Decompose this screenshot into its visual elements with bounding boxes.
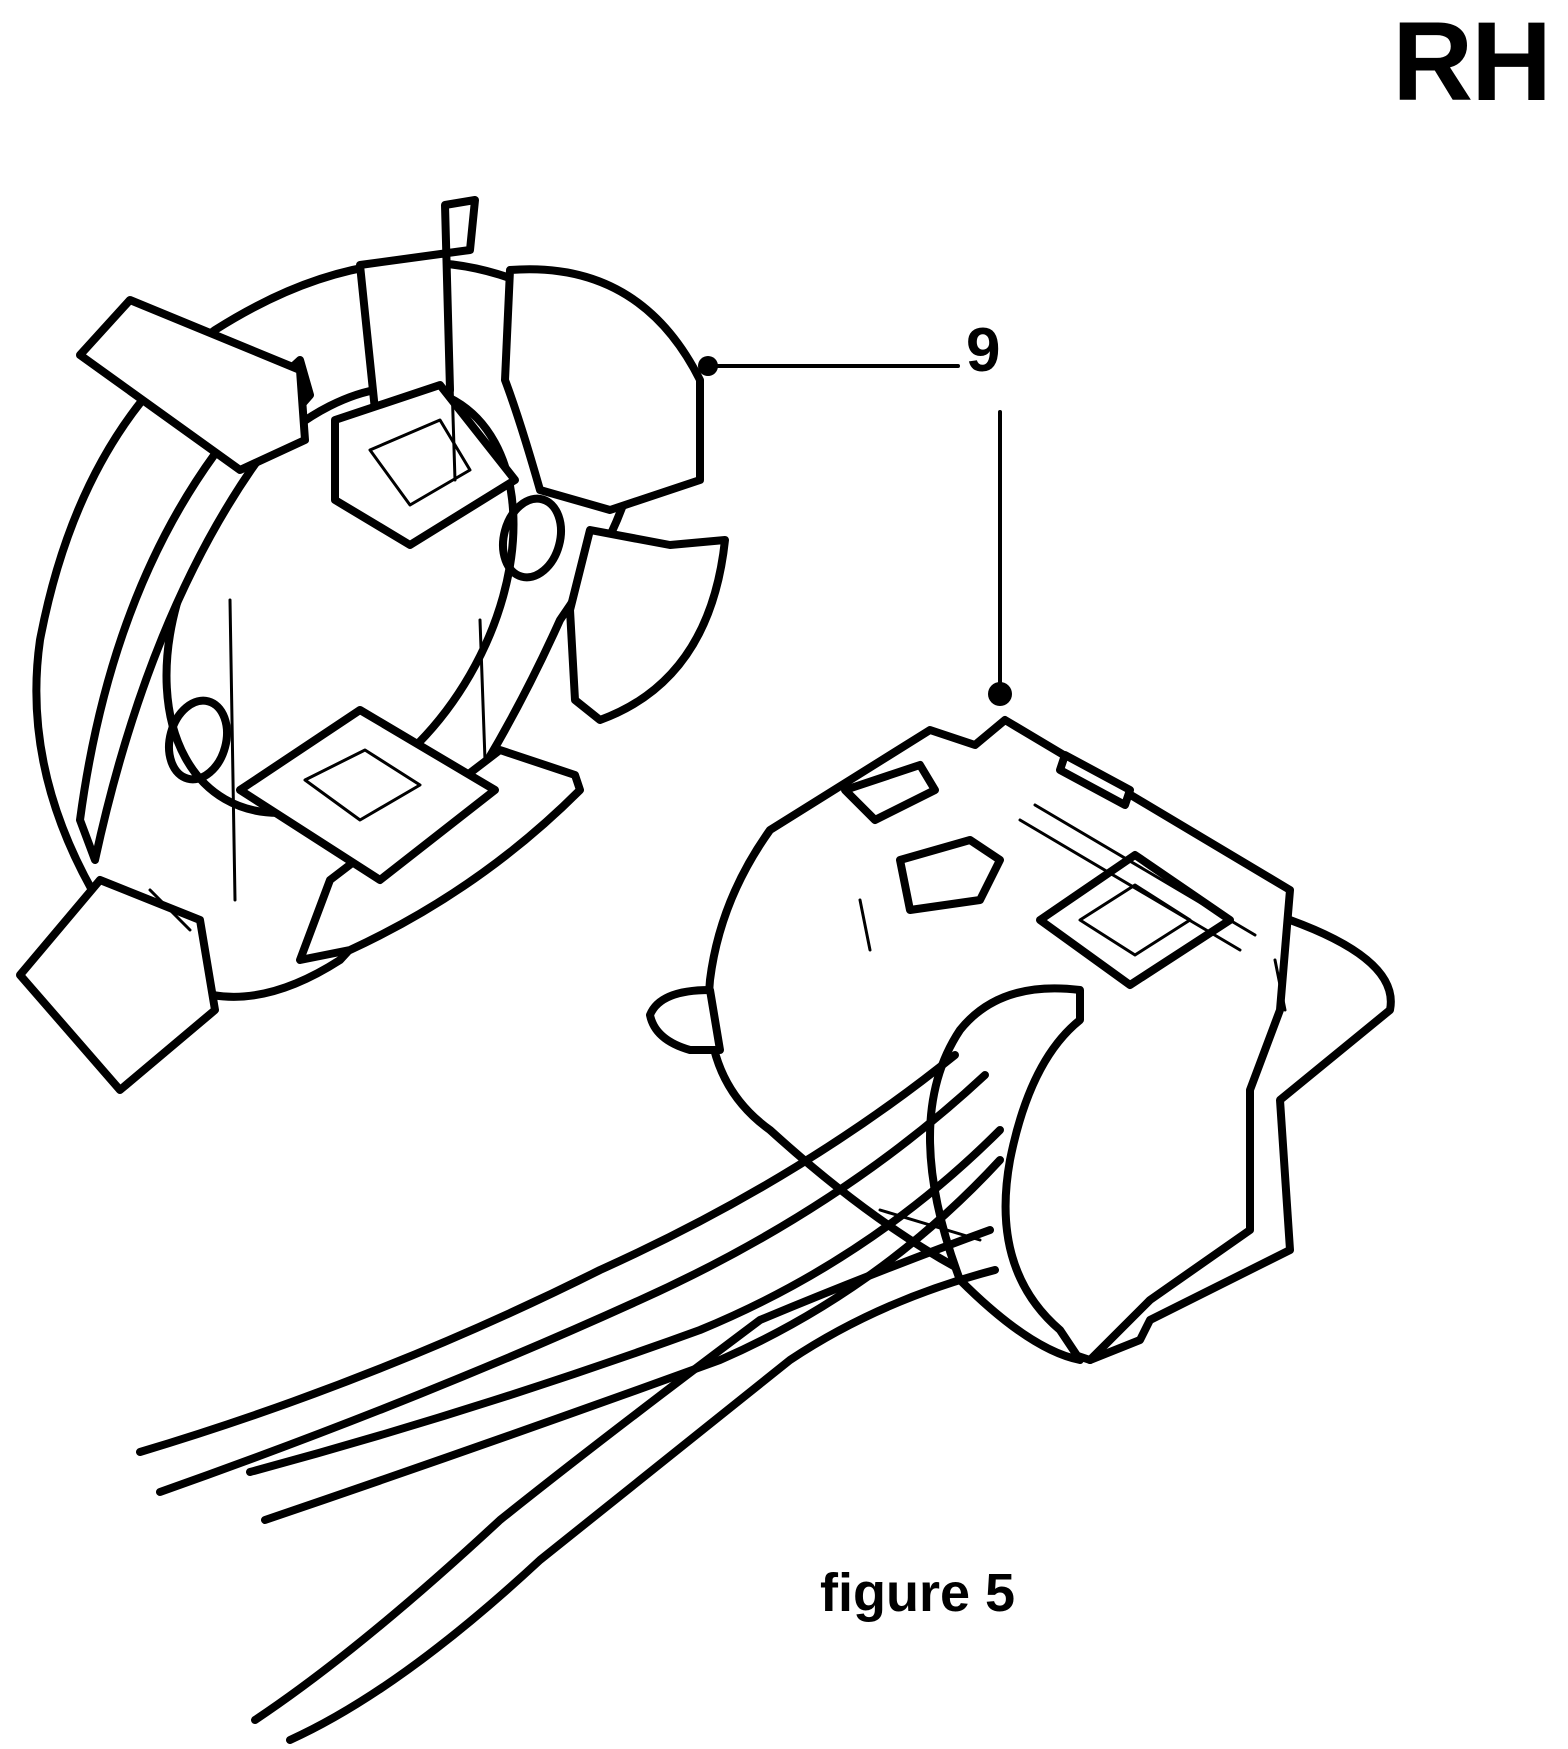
wire-harness <box>136 1051 1004 1744</box>
callout-leaders <box>698 356 1012 706</box>
figure-caption: figure 5 <box>820 1563 1016 1623</box>
bulb-holder-ring <box>16 196 729 1094</box>
connector-housing <box>646 716 1395 1364</box>
callout-number: 9 <box>966 316 1001 385</box>
side-label: RH <box>1392 0 1552 124</box>
